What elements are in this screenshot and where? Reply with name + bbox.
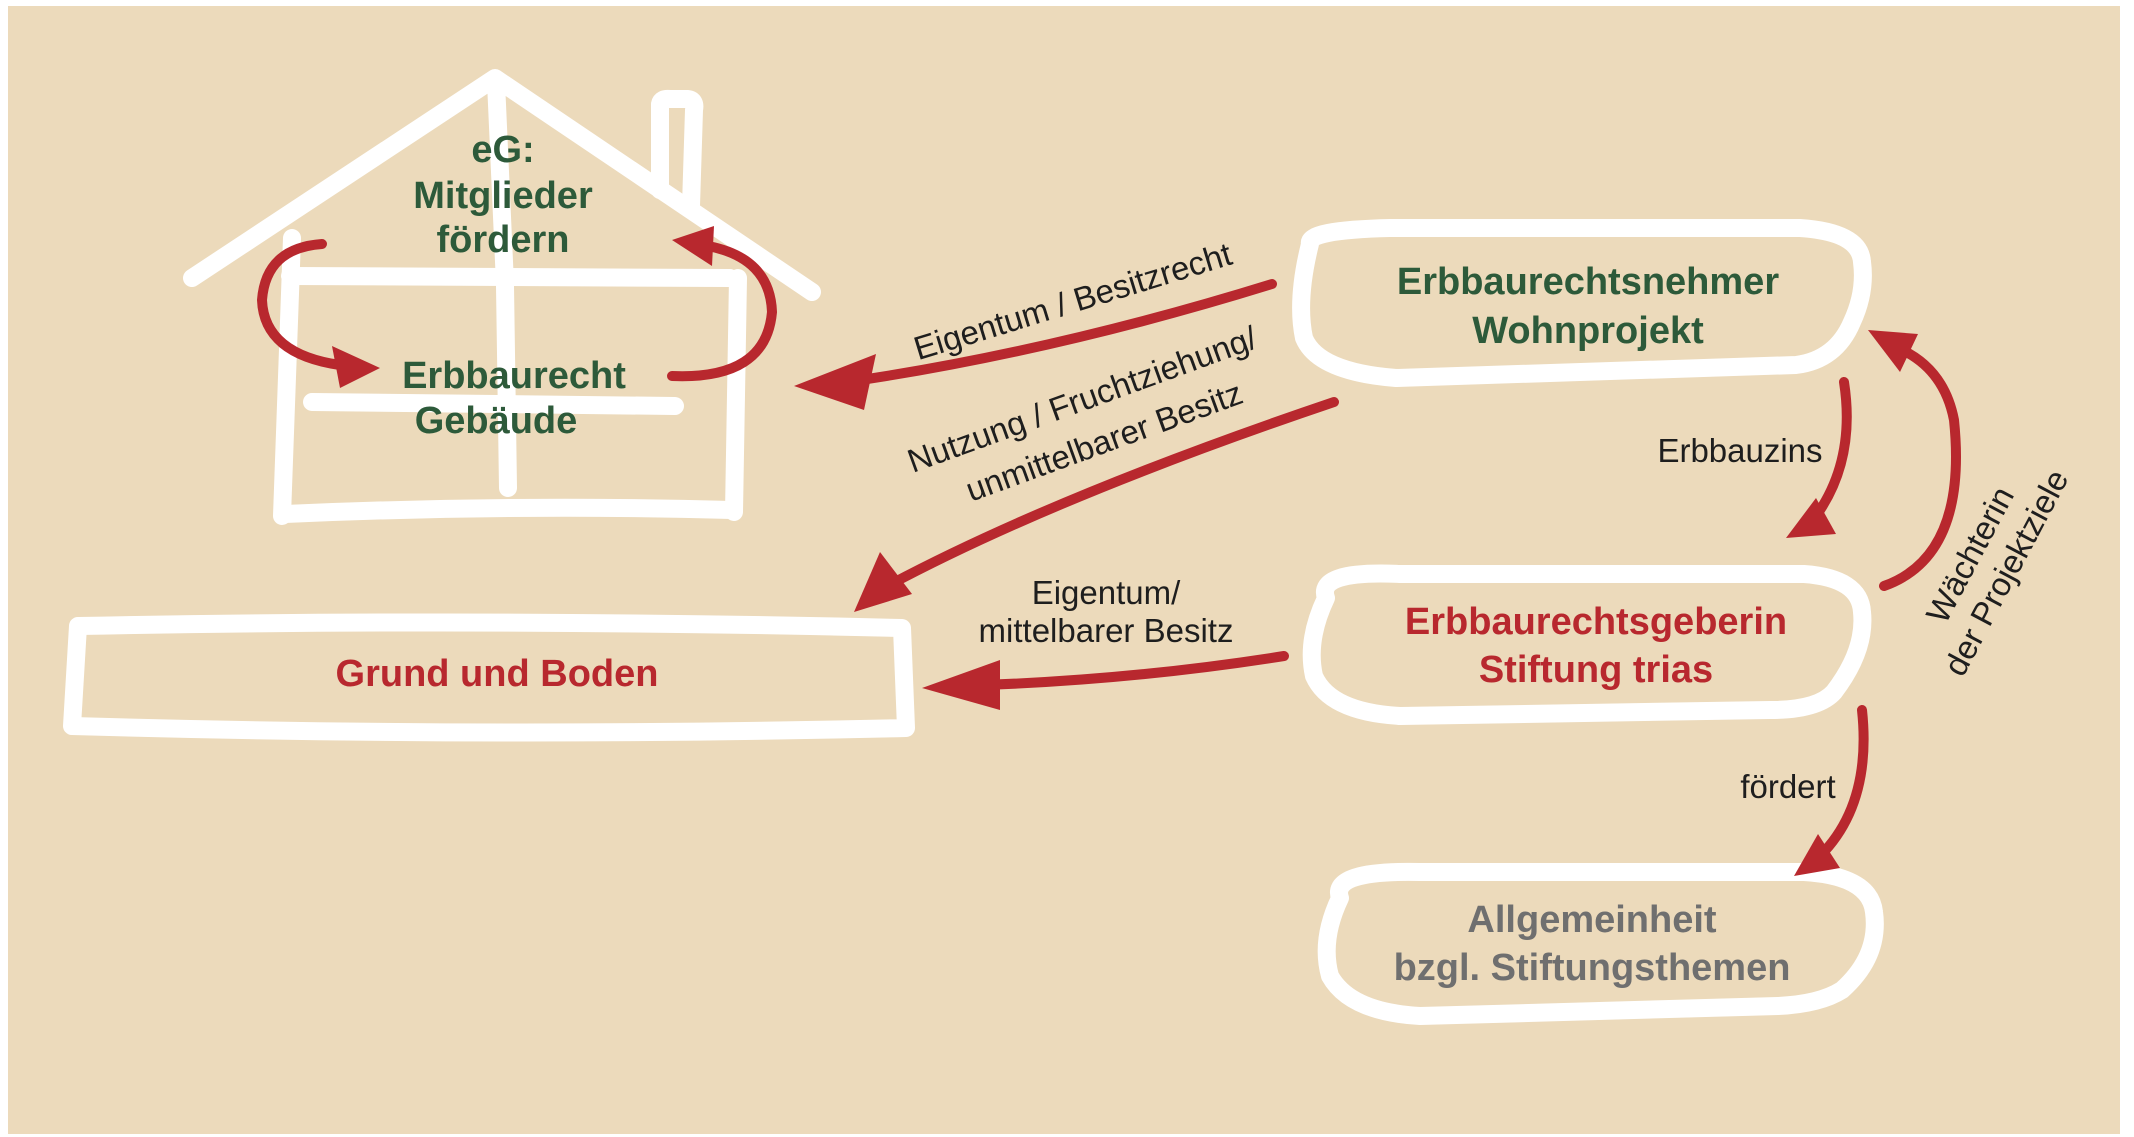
nehmer-label-2: Wohnprojekt — [1472, 310, 1704, 352]
ground-box-frame — [63, 613, 915, 742]
house-sketch — [183, 69, 821, 525]
foerdert-arrowhead — [1794, 834, 1840, 876]
edge-eigentum-mittelbar: Eigentum/ mittelbarer Besitz — [922, 574, 1289, 710]
house-middle-post — [496, 277, 517, 497]
waechterin-arrowhead — [1868, 330, 1918, 372]
house-middle-beam — [303, 393, 684, 415]
house-body-label-1: Erbbaurecht — [402, 355, 626, 397]
house-right-wall — [725, 269, 747, 521]
node-allgemeinheit: Allgemeinheit bzgl. Stiftungsthemen — [1317, 862, 1884, 1025]
house-floor — [276, 498, 741, 523]
edge-erbbauzins: Erbbauzins — [1657, 377, 1852, 538]
erbbauzins-label: Erbbauzins — [1657, 432, 1822, 469]
geberin-label-2: Stiftung trias — [1479, 649, 1713, 691]
ground-label: Grund und Boden — [336, 653, 659, 695]
geberin-label-1: Erbbaurechtsgeberin — [1405, 601, 1787, 643]
eigentum-mittelbar-label-1: Eigentum/ — [1032, 574, 1181, 611]
house-body-label-2: Gebäude — [415, 400, 578, 442]
foerdert-arrow — [1815, 705, 1869, 861]
foerdert-label: fördert — [1740, 768, 1835, 805]
eigentum-mittelbar-arrowhead — [922, 660, 1000, 710]
nehmer-ellipse — [1292, 219, 1872, 387]
node-erbbaurechtsnehmer: Erbbaurechtsnehmer Wohnprojekt — [1292, 219, 1872, 387]
house-left-cycle-arrow — [257, 239, 345, 370]
allgemeinheit-ellipse — [1317, 862, 1884, 1025]
house-labels: eG: Mitglieder fördern Erbbaurecht Gebäu… — [402, 129, 626, 442]
house-roof-label-1: eG: — [471, 129, 534, 171]
allgemeinheit-label-2: bzgl. Stiftungsthemen — [1394, 947, 1791, 989]
node-erbbaurechtsgeberin: Erbbaurechtsgeberin Stiftung trias — [1302, 564, 1872, 725]
house-roof-label-2: Mitglieder — [413, 175, 593, 217]
house-roof-label-3: fördern — [437, 219, 570, 261]
ground-box: Grund und Boden — [63, 613, 915, 742]
erbbauzins-arrow — [1811, 377, 1852, 521]
edge-foerdert: fördert — [1740, 705, 1869, 876]
house-cycle-arrows — [257, 226, 777, 388]
nutzung-arrowhead — [854, 552, 912, 612]
waechterin-arrow — [1879, 343, 1961, 591]
eigentum-besitzrecht-arrowhead — [794, 354, 876, 410]
house-right-arrowhead — [672, 226, 714, 266]
nehmer-label-1: Erbbaurechtsnehmer — [1397, 261, 1779, 303]
house-left-arrowhead — [332, 346, 380, 388]
eigentum-mittelbar-label-2: mittelbarer Besitz — [979, 612, 1234, 649]
house-right-cycle-arrow — [667, 241, 777, 382]
eigentum-besitzrecht-arrow — [815, 279, 1277, 391]
house-chimney — [651, 89, 704, 215]
geberin-ellipse — [1302, 564, 1872, 725]
allgemeinheit-label-1: Allgemeinheit — [1467, 899, 1716, 941]
erbbauzins-arrowhead — [1786, 498, 1836, 538]
roof-center-line — [487, 73, 514, 293]
nutzung-arrow — [875, 397, 1339, 595]
house-top-beam — [281, 267, 739, 287]
